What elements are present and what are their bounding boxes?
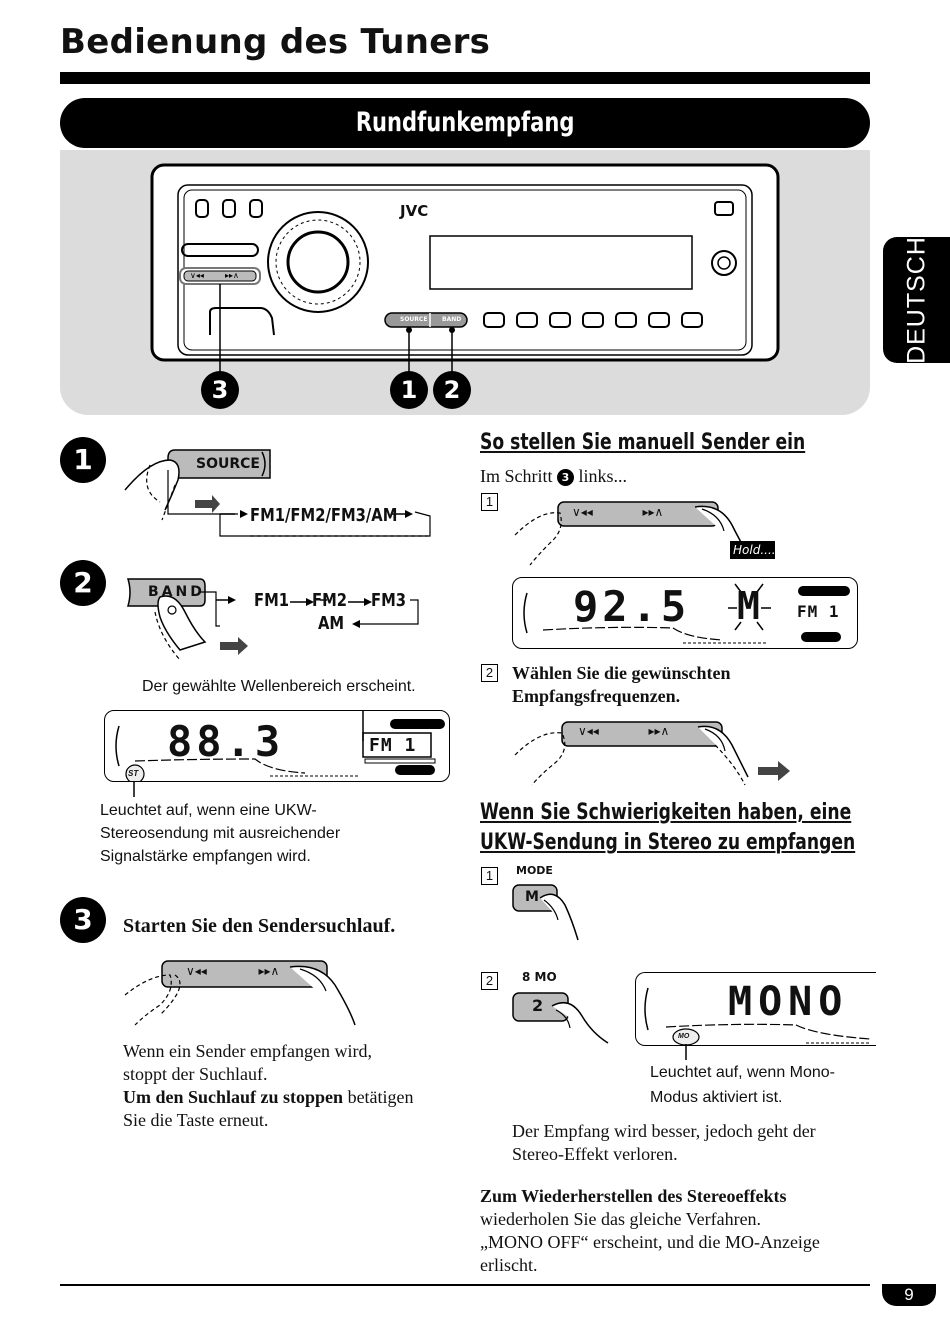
mono-display-text: MONO xyxy=(728,979,849,1025)
hold-seek-illustration xyxy=(514,501,775,566)
manual-seek-icons: ∨◂◂ ▸▸∧ xyxy=(572,505,663,519)
band-button-illustration xyxy=(126,578,419,661)
source-button-label: SOURCE xyxy=(400,316,428,323)
manual-step-2-box: 2 xyxy=(481,664,498,682)
restore-stereo-text: Zum Wiederherstellen des Stereoeffekts w… xyxy=(480,1186,820,1275)
band-seq-fm2: FM2 xyxy=(312,590,348,611)
select-frequency-illustration xyxy=(514,721,790,786)
stereo-result-text: Der Empfang wird besser, jedoch geht der… xyxy=(512,1121,816,1164)
manual-tuning-heading: So stellen Sie manuell Sender ein xyxy=(480,430,806,455)
stereo-step-2-box: 2 xyxy=(481,972,498,990)
stereo-heading-line-1: Wenn Sie Schwierigkeiten haben, eine xyxy=(480,800,852,825)
step-3-text: Wenn ein Sender empfangen wird, stoppt d… xyxy=(123,1041,414,1130)
step-3-heading: Starten Sie den Sendersuchlauf. xyxy=(123,915,396,937)
footer-rule xyxy=(60,1284,870,1286)
language-tab: DEUTSCH xyxy=(883,236,950,364)
band-seq-fm3: FM3 xyxy=(371,590,407,611)
preset-key-top-label: 8 MO xyxy=(522,970,557,984)
preset-button-illustration xyxy=(512,992,609,1044)
callout-3: 3 xyxy=(201,371,239,409)
seek-left-icon: ∨◂◂ xyxy=(578,724,599,738)
section-banner: Rundfunkempfang xyxy=(60,98,870,148)
st-caption: Leuchtet auf, wenn eine UKW- Stereosendu… xyxy=(100,802,341,865)
step-ref-badge: 3 xyxy=(557,469,574,486)
band-seq-am: AM xyxy=(318,613,345,634)
callout-1: 1 xyxy=(390,371,428,409)
manual-display-band: FM 1 xyxy=(797,602,840,621)
source-sequence: FM1/FM2/FM3/AM xyxy=(250,505,398,526)
seek-right-icon: ▸▸∧ xyxy=(224,271,239,280)
preset-key-number: 2 xyxy=(532,996,544,1015)
seek-left-icon: ∨◂◂ xyxy=(186,964,207,978)
manual-intro: Im Schritt 3 links... xyxy=(480,466,628,486)
mo-indicator: MO xyxy=(678,1033,690,1040)
seek-left-icon: ∨◂◂ xyxy=(190,271,204,280)
manual-step-1-box: 1 xyxy=(481,493,498,511)
band-seq-fm1: FM1 xyxy=(254,590,290,611)
stereo-step-1-box: 1 xyxy=(481,867,498,885)
st-indicator: ST xyxy=(128,769,139,778)
callout-2: 2 xyxy=(433,371,471,409)
fm-display-frequency: 88.3 xyxy=(167,717,285,766)
seek-right-icon: ▸▸∧ xyxy=(648,724,670,738)
seek-right-icon: ▸▸∧ xyxy=(642,505,664,519)
select-seek-icons: ∨◂◂ ▸▸∧ xyxy=(578,724,669,738)
page-title: Bedienung des Tuners xyxy=(60,22,491,62)
radio-illustration-panel: JVC ∨◂◂ ▸▸∧ SOURCE BAND 3 1 2 xyxy=(60,150,870,415)
band-button-text: BAND xyxy=(148,584,205,600)
fm-display: 88.3 FM 1 ST xyxy=(104,710,450,782)
source-button-illustration xyxy=(124,449,431,537)
band-seq-arrows xyxy=(290,598,372,606)
mo-caption: Leuchtet auf, wenn Mono- Modus aktiviert… xyxy=(650,1064,836,1106)
band-caption: Der gewählte Wellenbereich erscheint. xyxy=(142,678,416,695)
mode-key-label: M xyxy=(525,889,539,905)
mode-button-illustration xyxy=(512,884,579,941)
manual-step-2-text: Wählen Sie die gewünschten Empfangsfrequ… xyxy=(512,663,731,706)
page-number: 9 xyxy=(882,1284,936,1306)
manual-display: 92.5 M FM 1 xyxy=(512,577,858,649)
title-rule xyxy=(60,72,870,84)
step-3-seek-icons: ∨◂◂ ▸▸∧ xyxy=(186,964,279,978)
manual-display-mode: M xyxy=(737,584,760,628)
source-button-text: SOURCE xyxy=(196,456,260,472)
seek-left-icon: ∨◂◂ xyxy=(572,505,593,519)
stereo-heading-line-2: UKW-Sendung in Stereo zu empfangen xyxy=(480,830,856,855)
band-button-label: BAND xyxy=(442,316,462,323)
seek-button-illustration xyxy=(124,960,356,1026)
seek-icons: ∨◂◂ ▸▸∧ xyxy=(190,271,239,280)
manual-display-frequency: 92.5 xyxy=(573,582,691,631)
step-3-badge: 3 xyxy=(60,897,106,943)
step-2-badge: 2 xyxy=(60,560,106,606)
brand-logo: JVC xyxy=(400,202,429,220)
mode-label: MODE xyxy=(516,864,553,877)
fm-display-band: FM 1 xyxy=(369,735,417,756)
car-radio-front-panel xyxy=(150,163,780,372)
mono-display: MONO MO xyxy=(635,972,876,1046)
seek-right-icon: ▸▸∧ xyxy=(258,964,280,978)
step-1-badge: 1 xyxy=(60,437,106,483)
hold-label: Hold.... xyxy=(733,543,776,557)
